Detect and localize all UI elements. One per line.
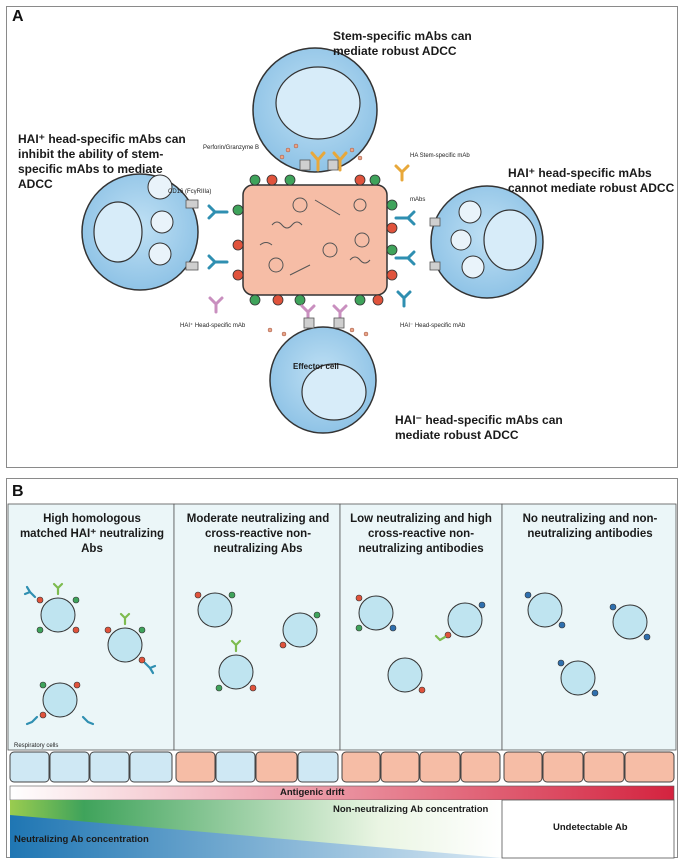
- column-title-1: High homologous matched HAI⁺ neutralizin…: [19, 513, 165, 555]
- cd16-receptors: [185, 159, 441, 329]
- column-title-4: No neutralizing and non-neutralizing ant…: [522, 513, 658, 540]
- column-title-2: Moderate neutralizing and cross-reactive…: [186, 513, 330, 555]
- effector-cell-label: Effector cell: [293, 362, 339, 371]
- ha-spikes: [232, 174, 398, 306]
- antibodies: [207, 151, 416, 322]
- effector-cell-top: [252, 47, 378, 173]
- infected-cell: [242, 184, 388, 296]
- effector-cell-right: [430, 185, 544, 299]
- hai-neg-label: HAI⁻ head-specific mAbs can mediate robu…: [395, 413, 563, 442]
- stem-mab-label: Stem-specific mAbs can mediate robust AD…: [333, 29, 472, 58]
- respiratory-cells-label: Respiratory cells: [14, 743, 59, 749]
- hai-pos-mab-label: HAI⁺ Head-specific mAb: [180, 323, 246, 329]
- antigenic-drift-label: Antigenic drift: [280, 787, 345, 798]
- non-neutralizing-label: Non-neutralizing Ab concentration: [333, 804, 489, 815]
- perforin-granules: [267, 143, 369, 337]
- undetectable-label: Undetectable Ab: [553, 822, 628, 833]
- hai-pos-cannot-label: HAI⁺ head-specific mAbs cannot mediate r…: [508, 166, 675, 195]
- column-title-3: Low neutralizing and high cross-reactive…: [350, 513, 492, 555]
- perforin-label: Perforin/Granzyme B: [203, 145, 260, 151]
- mabs-label: mAbs: [410, 197, 426, 203]
- effector-cell-bottom: [269, 326, 377, 434]
- neutralizing-label: Neutralizing Ab concentration: [14, 834, 149, 845]
- panel-a-illustration: [81, 47, 544, 434]
- cd16-label: CD16 (FcγRIIIa): [168, 189, 212, 195]
- effector-cell-left: [81, 173, 199, 291]
- hai-pos-inhibit-label: HAI⁺ head-specific mAbs can inhibit the …: [18, 132, 186, 191]
- ha-stem-mab-label: HA Stem-specific mAb: [410, 153, 470, 159]
- panel-a-letter: A: [12, 8, 24, 25]
- hai-neg-mab-label: HAI⁻ Head-specific mAb: [400, 323, 466, 329]
- panel-b-letter: B: [12, 483, 24, 500]
